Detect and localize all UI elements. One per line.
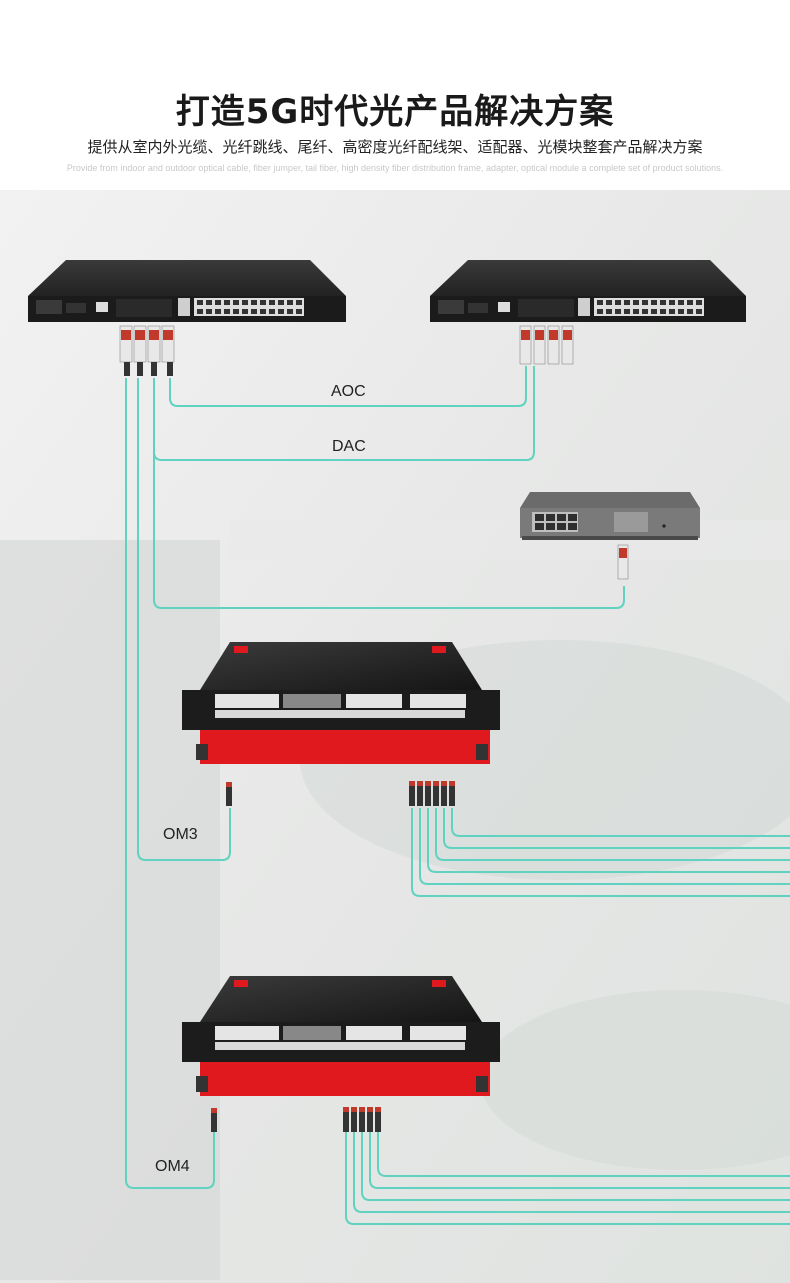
sfp-modules-right [519, 325, 574, 365]
om3-cable [137, 378, 231, 861]
om4-label: OM4 [155, 1158, 190, 1175]
header-band [0, 0, 790, 190]
core-switch-right [430, 260, 746, 322]
fiber-patch-panel-2 [182, 976, 500, 1132]
sfp-modules-left [119, 325, 175, 376]
fiber-cables [125, 366, 790, 1225]
access-switch [520, 492, 700, 580]
switch-link-cable [153, 440, 625, 609]
page-subtitle: 提供从室内外光缆、光纤跳线、尾纤、高密度光纤配线架、适配器、光模块整套产品解决方… [87, 138, 703, 156]
aoc-cable [169, 366, 527, 407]
aoc-label: AOC [331, 383, 366, 400]
core-switch-left [28, 260, 346, 322]
om4-cable [125, 378, 215, 1189]
dac-label: DAC [332, 438, 366, 455]
page-subtitle-english: Provide from indoor and outdoor optical … [66, 163, 724, 173]
page-title: 打造5G时代光产品解决方案 [175, 92, 615, 132]
om3-label: OM3 [163, 826, 198, 843]
fiber-patch-panel-1 [182, 642, 500, 806]
